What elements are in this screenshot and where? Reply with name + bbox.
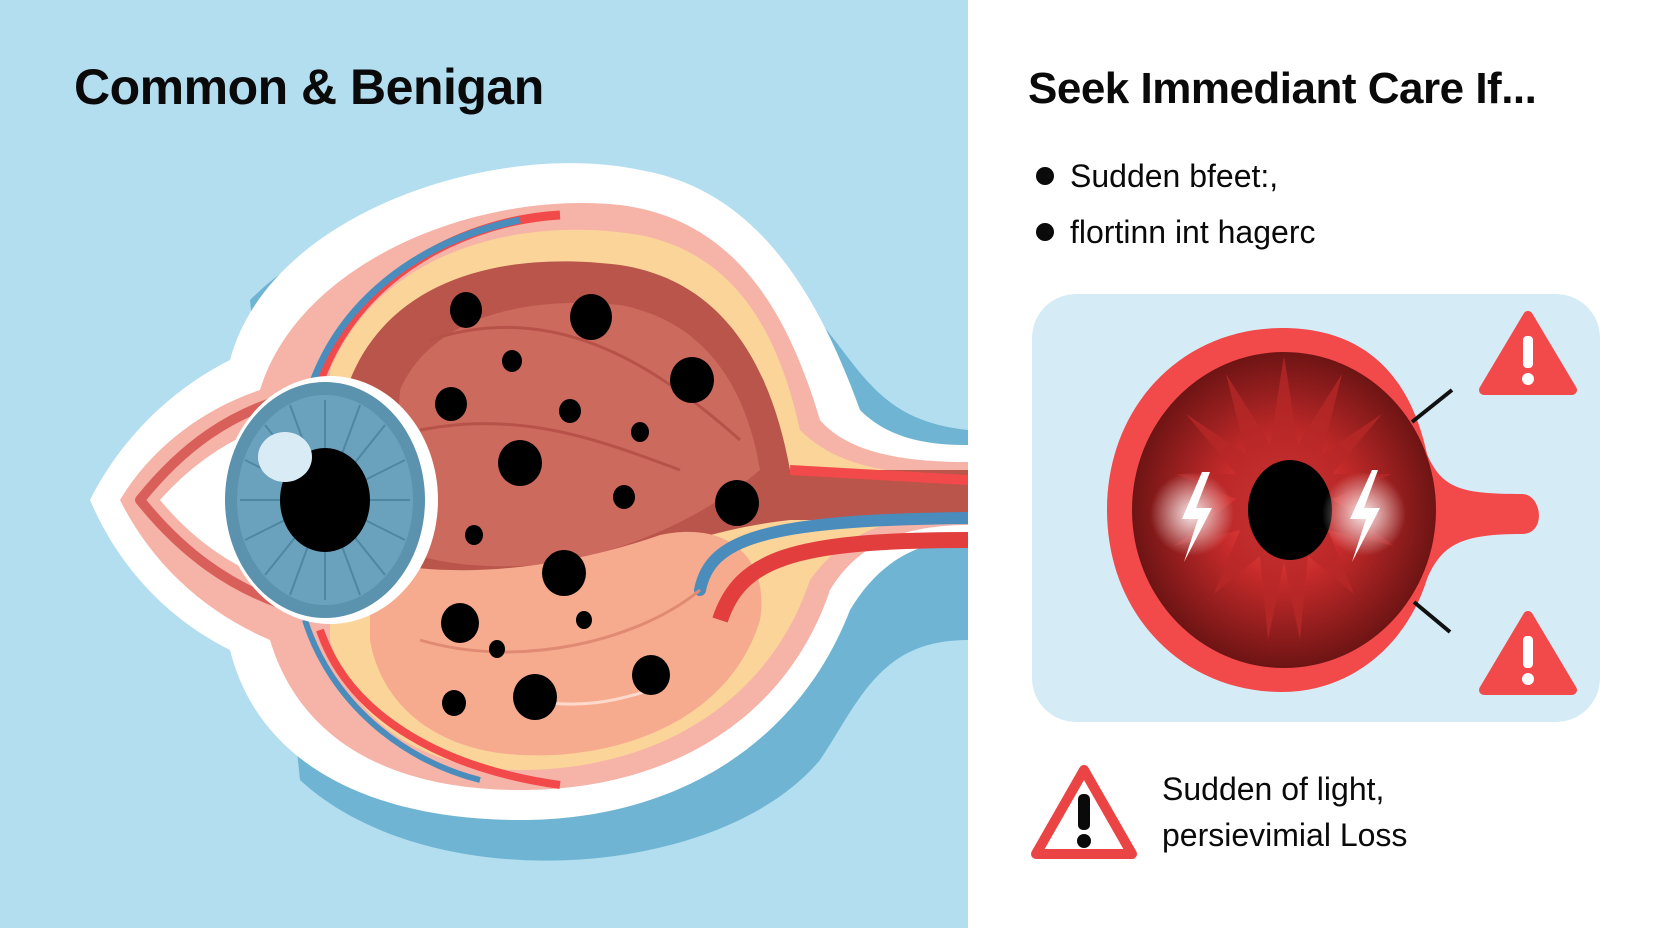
vision-loss-warning: Sudden of light, persievimial Loss: [1028, 760, 1407, 864]
red-eye-pupil: [1248, 460, 1332, 560]
vitreous-lower: [370, 531, 762, 756]
optic-nerve-red: [712, 532, 968, 623]
vitreous-line-3: [419, 588, 701, 654]
eye-cross-section-illustration: [90, 163, 968, 861]
pointer-line: [1410, 388, 1454, 424]
warning-line: persievimial Loss: [1162, 817, 1408, 853]
lightning-icon: [1182, 472, 1212, 562]
blood-vessel-blue: [306, 216, 521, 392]
warning-icon: [1479, 611, 1577, 695]
floaters: [435, 292, 759, 720]
lightning-icon: [1350, 470, 1380, 562]
warning-line: Sudden of light,: [1162, 771, 1385, 807]
benign-title: Common & Benigan: [74, 59, 544, 115]
pupil-highlight: [258, 432, 312, 482]
symptom-label: Sudden bfeet:,: [1070, 157, 1279, 194]
red-eye-card: [1032, 294, 1600, 722]
bullet-icon: [1036, 223, 1054, 241]
pointer-line: [1412, 600, 1452, 634]
bullet-icon: [1036, 167, 1054, 185]
urgent-care-title: Seek Immediant Care If...: [1028, 64, 1537, 113]
warning-icon: [1479, 311, 1577, 395]
vitreous-line-1: [429, 325, 741, 442]
urgent-care-panel: Seek Immediant Care If... Sudden bfeet:,…: [968, 0, 1664, 928]
blood-vessel-blue-lower: [302, 619, 481, 783]
warning-icon: [1031, 765, 1137, 859]
benign-panel: Common & Benigan: [0, 0, 968, 928]
symptom-label: flortinn int hagerc: [1070, 213, 1316, 250]
blood-vessel-red-lower: [316, 628, 561, 789]
symptom-list: Sudden bfeet:, flortinn int hagerc: [1036, 148, 1315, 260]
vitreous-line-2: [419, 422, 681, 472]
symptom-list-item: Sudden bfeet:,: [1036, 148, 1315, 204]
symptom-list-item: flortinn int hagerc: [1036, 204, 1315, 260]
red-eye-illustration: [1107, 311, 1577, 695]
optic-nerve-stripe-red-top: [789, 465, 968, 485]
warning-text: Sudden of light, persievimial Loss: [1162, 766, 1407, 858]
optic-nerve-blue: [694, 512, 968, 596]
